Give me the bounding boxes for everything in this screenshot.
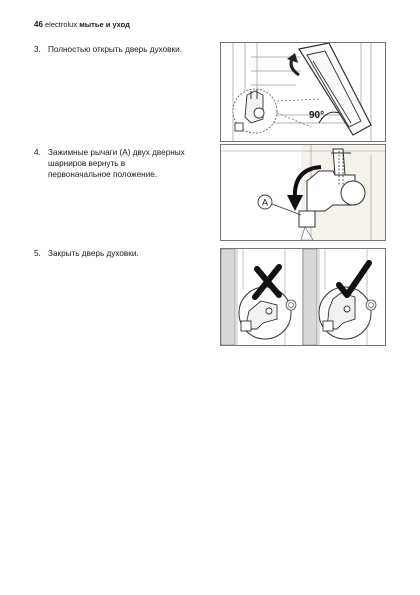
figure-hinge-lever: A [220,144,386,241]
step-text: Закрыть дверь духовки. [48,249,139,258]
step-text-line: Зажимные рычаги (A) двух дверных [48,148,185,157]
check-icon [336,260,372,298]
page-header: 46 electrolux мытье и уход [34,20,130,29]
figure-wrong-right [220,248,386,346]
right-panel [302,249,377,345]
hinge-lever-illustration: A [221,145,385,240]
step-number: 5. [34,249,41,258]
door-open-illustration: 90° [232,43,372,141]
lever-label-circle [257,194,273,210]
step-number: 3. [34,45,41,54]
brand-name: electrolux [45,20,78,29]
angle-label: 90° [309,110,324,121]
section-title: мытье и уход [79,20,130,29]
step-text-line: первоначальное положение. [48,170,158,179]
figure-door-open: 90° [220,42,386,142]
wrong-right-illustration [221,249,377,345]
step-number: 4. [34,148,41,157]
step-5: 5. Закрыть дверь духовки. [34,248,139,259]
page-number: 46 [34,20,43,29]
step-text: Зажимные рычаги (A) двух дверных шарниров… [48,147,185,180]
cross-icon [252,264,282,300]
push-arrow-icon [292,165,322,200]
step-4: 4. Зажимные рычаги (A) двух дверных шарнир… [34,147,185,180]
step-3: 3. Полностью открыть дверь духовки. [34,44,182,55]
step-text: Полностью открыть дверь духовки. [48,45,182,54]
lever-label: A [262,198,268,208]
step-text-line: шарниров вернуть в [48,159,126,168]
wrong-panel [221,249,297,345]
